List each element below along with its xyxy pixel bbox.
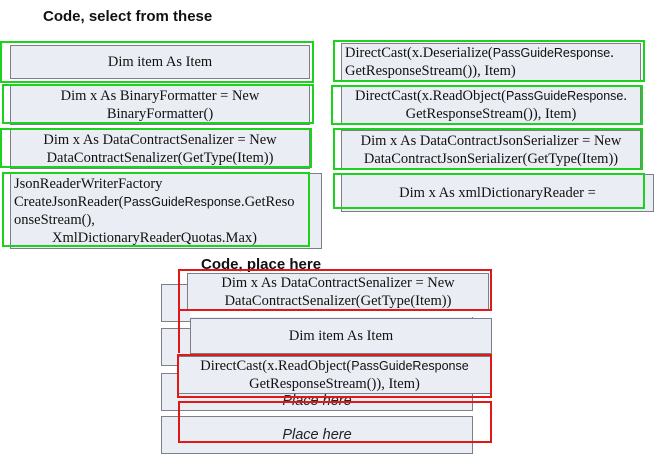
code-line: Dim x As BinaryFormatter = New xyxy=(60,88,260,104)
code-line: CreateJsonReader(PassGuideResponse.GetRe… xyxy=(14,194,295,210)
code-item-directcast-deserialize[interactable]: DirectCast(x.Deserialize(PassGuideRespon… xyxy=(341,43,641,81)
code-line: GetResponseStream()), Item) xyxy=(345,63,516,79)
code-line: GetResponseStream()), Item) xyxy=(249,376,420,392)
code-item-binary-formatter[interactable]: Dim x As BinaryFormatter = New BinaryFor… xyxy=(10,85,310,125)
code-line: DataContractSenalizer(GetType(Item)) xyxy=(46,150,274,166)
code-line: BinaryFormatter() xyxy=(106,106,214,122)
drop-slot-4[interactable]: Place here xyxy=(161,416,473,454)
code-line: Dim item As Item xyxy=(288,328,394,344)
code-line: DataContractJsonSerializer(GetType(Item)… xyxy=(363,151,619,167)
code-line: Dim x As DataContractJsonSerializer = Ne… xyxy=(360,133,622,149)
code-item-dim-item[interactable]: Dim item As Item xyxy=(10,45,310,79)
placeholder-label: Place here xyxy=(282,393,352,409)
code-line: onseStream(), xyxy=(14,212,95,228)
code-line: XmlDictionaryReaderQuotas.Max) xyxy=(52,230,257,246)
placed-directcast-readobject[interactable]: DirectCast(x.ReadObject(PassGuideRespons… xyxy=(177,356,492,394)
placeholder-label: Place here xyxy=(282,427,352,443)
code-line: GetResponseStream()), Item) xyxy=(405,106,577,122)
code-line: JsonReaderWriterFactory xyxy=(14,176,163,192)
code-line: Dim x As DataContractSenalizer = New xyxy=(43,132,277,148)
code-item-datacontract-json-serializer[interactable]: Dim x As DataContractJsonSerializer = Ne… xyxy=(341,130,641,170)
code-line: Dim x As DataContractSenalizer = New xyxy=(221,275,455,291)
code-line: Dim x As xmlDictionaryReader = xyxy=(399,185,596,201)
code-item-directcast-readobject[interactable]: DirectCast(x.ReadObject(PassGuideRespons… xyxy=(341,86,641,124)
code-line: DataContractSenalizer(GetType(Item)) xyxy=(224,293,452,309)
code-item-json-reader[interactable]: JsonReaderWriterFactory CreateJsonReader… xyxy=(10,173,322,249)
code-line: DirectCast(x.ReadObject(PassGuideRespons… xyxy=(354,88,628,104)
placed-datacontract-serializer[interactable]: Dim x As DataContractSenalizer = New Dat… xyxy=(187,273,489,311)
code-line: DirectCast(x.ReadObject(PassGuideRespons… xyxy=(200,358,469,374)
placed-dim-item[interactable]: Dim item As Item xyxy=(190,318,492,354)
code-item-datacontract-serializer[interactable]: Dim x As DataContractSenalizer = New Dat… xyxy=(10,129,310,169)
code-item-xml-dictionary-reader[interactable]: Dim x As xmlDictionaryReader = xyxy=(341,174,654,212)
select-header: Code, select from these xyxy=(43,8,213,25)
code-line: Dim item As Item xyxy=(107,54,213,70)
code-line: DirectCast(x.Deserialize(PassGuideRespon… xyxy=(345,45,614,61)
place-header: Code, place here xyxy=(201,256,322,273)
